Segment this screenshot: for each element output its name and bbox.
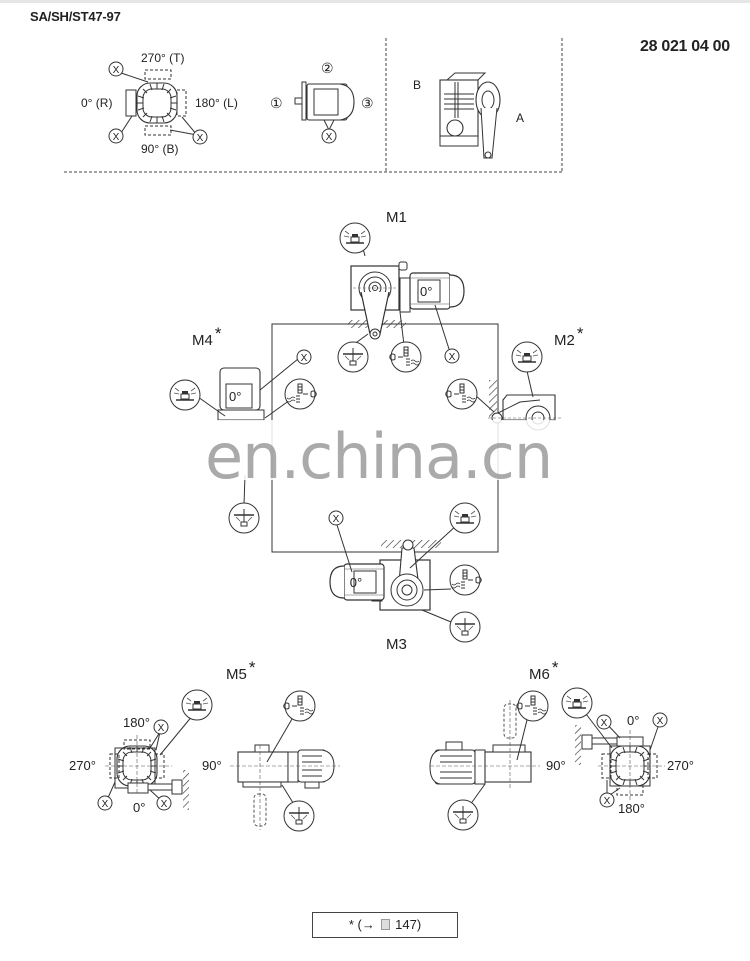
cable-entry-x-marker bbox=[328, 510, 344, 526]
terminal-box-l bbox=[176, 89, 187, 117]
cable-entry-3-label: ③ bbox=[361, 95, 374, 111]
cable-entry-2-label: ② bbox=[321, 60, 334, 76]
side-b-label: B bbox=[413, 78, 422, 92]
oil-level-icon bbox=[449, 564, 482, 596]
m2-label: M2* bbox=[554, 324, 584, 349]
footnote-page-number: 147) bbox=[395, 917, 422, 932]
cable-entry-x-marker bbox=[596, 714, 612, 730]
m5-label: M5* bbox=[226, 658, 256, 683]
m3-label: M3 bbox=[386, 636, 407, 653]
m5-terminal-diagram bbox=[97, 689, 213, 811]
gear-unit-side-view bbox=[439, 72, 501, 159]
m1-gear-unit bbox=[337, 222, 465, 373]
m5-side-view bbox=[230, 690, 340, 832]
oil-drain-icon bbox=[447, 799, 479, 831]
terminal-box-b bbox=[144, 125, 172, 136]
m6-side-view bbox=[429, 690, 549, 831]
top-border bbox=[0, 0, 750, 3]
m4-gear-unit bbox=[169, 349, 317, 534]
breather-valve-icon bbox=[511, 341, 543, 373]
oil-drain-icon bbox=[449, 611, 481, 643]
footnote-reference-box[interactable]: * (→ 147) bbox=[312, 912, 458, 938]
footnote-star: * bbox=[214, 324, 222, 343]
position-0-right-label: 0° (R) bbox=[81, 96, 113, 110]
position-180-left-label: 180° (L) bbox=[195, 96, 238, 110]
position-270-top-label: 270° (T) bbox=[141, 51, 185, 65]
m1-motor-angle-label: 0° bbox=[420, 284, 433, 299]
document-page-icon bbox=[380, 919, 390, 930]
m6-angle-270: 270° bbox=[667, 758, 694, 773]
cable-entry-x-marker bbox=[192, 129, 208, 145]
footnote-star: * bbox=[348, 917, 354, 932]
m2-gear-unit bbox=[445, 341, 562, 431]
cable-entry-x-marker bbox=[108, 61, 124, 77]
cable-entry-x-marker bbox=[153, 719, 169, 735]
m5-angle-180: 180° bbox=[123, 715, 150, 730]
m6-angle-180: 180° bbox=[618, 801, 645, 816]
m5-angle-270: 270° bbox=[69, 758, 96, 773]
cable-entry-x-marker bbox=[108, 128, 124, 144]
footnote-star: * bbox=[248, 658, 256, 677]
cable-entry-1-label: ① bbox=[270, 95, 283, 111]
terminal-box-r bbox=[125, 89, 137, 117]
position-90-bottom-label: 90° (B) bbox=[141, 142, 179, 156]
oil-level-icon bbox=[284, 378, 317, 410]
watermark-band bbox=[170, 420, 590, 480]
cable-entry-x-marker bbox=[652, 712, 668, 728]
breather-valve-icon bbox=[561, 687, 593, 719]
oil-level-icon bbox=[389, 341, 422, 373]
m1-label: M1 bbox=[386, 209, 407, 226]
m6-angle-90: 90° bbox=[546, 758, 566, 773]
m6-terminal-diagram bbox=[561, 687, 668, 808]
cable-entry-diagram bbox=[294, 81, 355, 144]
m5-angle-0: 0° bbox=[133, 800, 146, 815]
breather-valve-icon bbox=[449, 502, 481, 534]
m6-label: M6* bbox=[529, 658, 559, 683]
oil-level-icon bbox=[445, 378, 478, 410]
side-a-label: A bbox=[516, 111, 525, 125]
terminal-box-position-diagram bbox=[108, 61, 208, 145]
footnote-star: * bbox=[551, 658, 559, 677]
cable-entry-x-marker bbox=[296, 349, 312, 365]
terminal-box-t bbox=[144, 69, 172, 80]
footnote-star: * bbox=[576, 324, 584, 343]
breather-valve-icon bbox=[169, 379, 201, 411]
m4-label: M4* bbox=[192, 324, 222, 349]
m3-gear-unit: 0° bbox=[328, 502, 482, 643]
oil-drain-icon bbox=[283, 800, 315, 832]
oil-level-icon bbox=[516, 690, 549, 722]
oil-drain-icon bbox=[337, 341, 369, 373]
cable-entry-x-marker bbox=[156, 795, 172, 811]
m3-motor-angle-label: 0° bbox=[350, 575, 362, 590]
watermark-text: en.china.cn bbox=[205, 420, 553, 493]
m4-motor-angle-label: 0° bbox=[229, 389, 242, 404]
breather-valve-icon bbox=[339, 222, 371, 254]
cable-entry-x-marker bbox=[599, 792, 615, 808]
footnote-arrow: (→ bbox=[357, 917, 375, 932]
m6-angle-0: 0° bbox=[627, 713, 640, 728]
breather-valve-icon bbox=[181, 689, 213, 721]
cable-entry-x-marker bbox=[444, 348, 460, 364]
oil-level-icon bbox=[283, 690, 316, 722]
cable-entry-x-marker bbox=[97, 795, 113, 811]
page-title: SA/SH/ST47-97 bbox=[30, 9, 121, 24]
oil-drain-icon bbox=[228, 502, 260, 534]
m5-angle-90: 90° bbox=[202, 758, 222, 773]
document-number: 28 021 04 00 bbox=[640, 38, 730, 55]
